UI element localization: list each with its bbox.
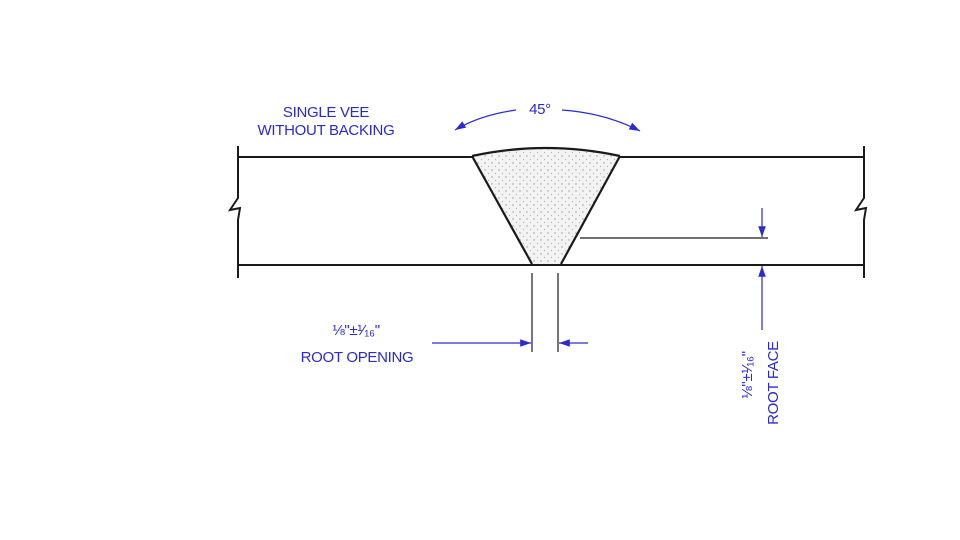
groove-face-right [560,155,621,265]
groove-face-left [471,155,533,265]
groove-angle-label: 45° [529,101,551,118]
weld-bead [472,148,620,264]
root-opening-label: ROOT OPENING [301,349,414,366]
right-break-line [853,146,868,278]
angle-dimension-arc-left [454,109,517,131]
left-break-line [227,146,242,278]
root-opening-value: ⅛"±¹⁄₁₆" [332,322,380,339]
joint-title-line2: WITHOUT BACKING [258,122,395,139]
joint-title-line1: SINGLE VEE [283,104,369,121]
root-face-label: ROOT FACE [765,341,782,425]
angle-dimension-arc-right [561,109,641,132]
root-face-value: ⅛"±¹⁄₁₆" [739,351,756,399]
weld-crown [471,146,621,158]
